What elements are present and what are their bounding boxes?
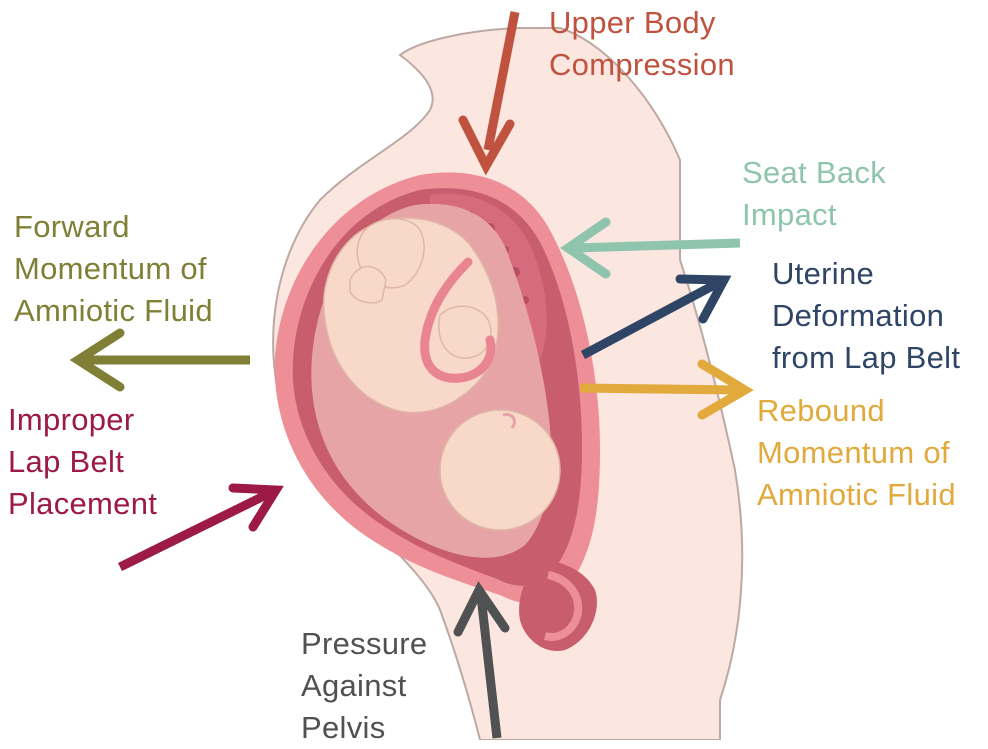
- pelvis-pressure-label: Pressure Against Pelvis: [301, 623, 427, 749]
- uterine-deformation-label: Uterine Deformation from Lap Belt: [772, 253, 960, 379]
- improper-lap-belt-label: Improper Lap Belt Placement: [8, 399, 157, 525]
- forward-momentum-arrow: [78, 333, 250, 387]
- forward-momentum-label: Forward Momentum of Amniotic Fluid: [14, 206, 213, 332]
- seat-back-label: Seat Back Impact: [742, 152, 886, 236]
- rebound-momentum-label: Rebound Momentum of Amniotic Fluid: [757, 390, 956, 516]
- upper-body-label: Upper Body Compression: [549, 2, 735, 86]
